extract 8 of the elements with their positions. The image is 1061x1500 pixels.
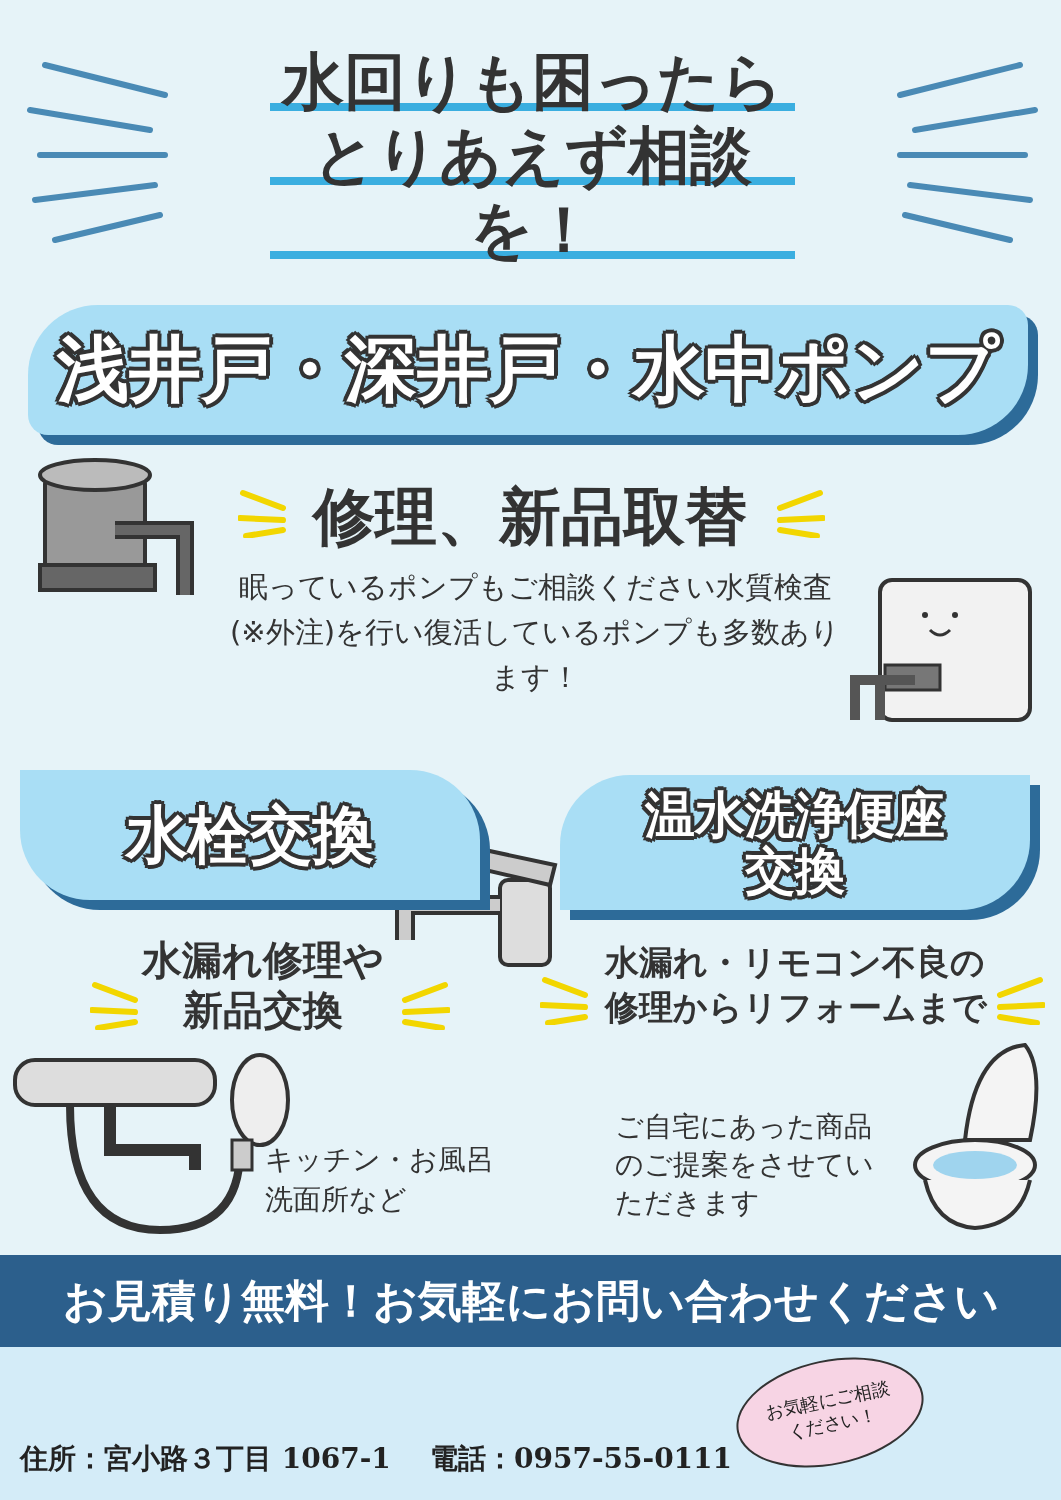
call-to-action-banner: お見積り無料！お気軽にお問い合わせください [0, 1255, 1061, 1347]
description-text: ご自宅にあった商品のご提案をさせていただきます [615, 1109, 875, 1221]
description-text: キッチン・お風呂洗面所など [265, 1142, 495, 1218]
section-heading: 水漏れ修理や新品交換 [140, 936, 385, 1035]
description-text: 眠っているポンプもご相談ください水質検査(※外注)を行い復活しているポンプも多数あります！ [229, 569, 841, 696]
address-text: 住所：宮小路３丁目 1067-1 [20, 1441, 391, 1477]
section-heading: 修理、新品取替 [310, 479, 748, 555]
section-heading: 水漏れ・リモコン不良の修理からリフォームまで [605, 941, 988, 1029]
